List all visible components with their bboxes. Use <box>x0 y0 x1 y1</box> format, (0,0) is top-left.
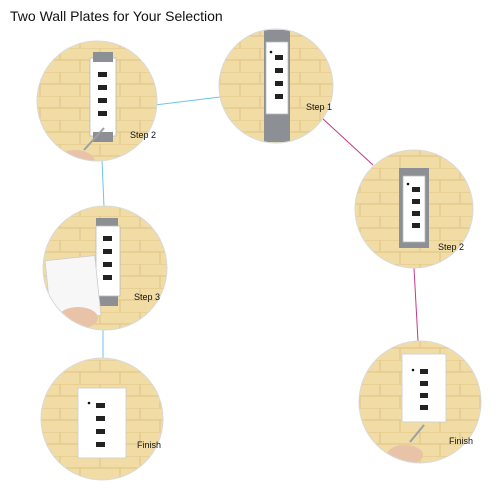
usb-port <box>103 262 112 267</box>
usb-port <box>96 416 105 421</box>
usb-port <box>96 403 105 408</box>
wall-plate <box>401 353 447 423</box>
usb-port <box>412 187 420 192</box>
hand <box>55 150 95 161</box>
step-circle: Step 3 <box>42 205 168 331</box>
usb-port <box>98 111 107 116</box>
usb-port <box>420 369 428 374</box>
usb-port <box>412 223 420 228</box>
usb-port <box>420 381 428 386</box>
usb-port <box>420 393 428 398</box>
connector-line <box>101 159 105 208</box>
step-circle: Step 1 <box>218 28 334 144</box>
usb-port <box>96 442 105 447</box>
usb-port <box>412 199 420 204</box>
wall-plate <box>77 387 127 459</box>
step-label: Step 2 <box>438 242 464 252</box>
indicator-light <box>87 401 91 405</box>
usb-port <box>98 72 107 77</box>
step-circle: Step 2 <box>354 149 474 269</box>
connector-line <box>154 96 221 106</box>
indicator-light <box>411 368 415 372</box>
usb-port <box>103 249 112 254</box>
usb-port <box>420 405 428 410</box>
step-label: Step 3 <box>134 292 160 302</box>
step-label: Finish <box>449 436 473 446</box>
connector-lines <box>101 96 419 358</box>
wall-plate <box>265 41 289 115</box>
screwdriver <box>409 424 425 443</box>
step-circle: Step 2 <box>36 40 158 162</box>
mounting-bracket <box>93 52 113 62</box>
wall-plate <box>89 57 117 137</box>
usb-port <box>275 94 283 99</box>
usb-port <box>275 55 283 60</box>
usb-port <box>98 85 107 90</box>
wall-plate <box>402 175 426 243</box>
usb-port <box>103 236 112 241</box>
hand <box>387 445 423 463</box>
usb-port <box>275 81 283 86</box>
usb-port <box>412 211 420 216</box>
mounting-bracket <box>93 132 113 142</box>
step-label: Finish <box>137 440 161 450</box>
usb-port <box>98 98 107 103</box>
step-circle: Finish <box>358 340 482 464</box>
step-label: Step 2 <box>130 130 156 140</box>
screwdriver <box>83 127 105 151</box>
indicator-light <box>269 50 273 54</box>
usb-port <box>96 429 105 434</box>
step-label: Step 1 <box>306 102 332 112</box>
usb-port <box>275 68 283 73</box>
connector-line <box>413 267 419 342</box>
usb-port <box>103 275 112 280</box>
page-title: Two Wall Plates for Your Selection <box>10 8 223 24</box>
indicator-light <box>406 182 410 186</box>
connector-line <box>321 117 374 166</box>
hand <box>58 307 98 329</box>
step-circle: Finish <box>40 357 164 481</box>
